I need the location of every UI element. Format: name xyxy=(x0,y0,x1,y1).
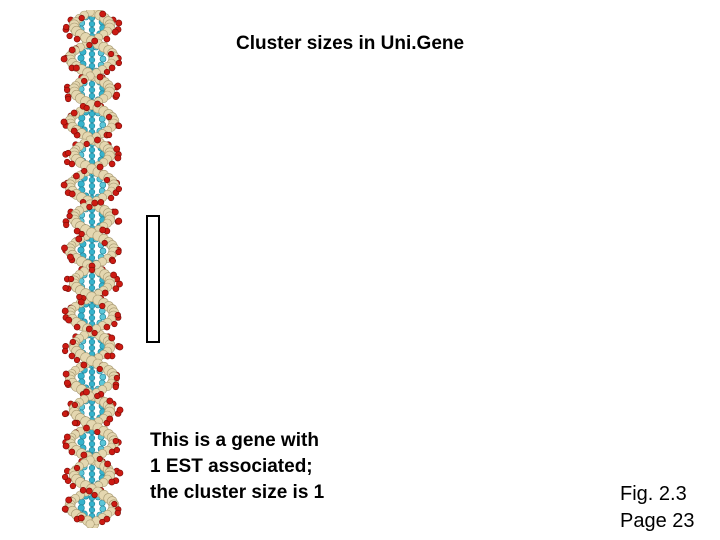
figure-label: Fig. 2.3 xyxy=(620,483,687,505)
caption-line: This is a gene with xyxy=(150,430,319,451)
slide-title: Cluster sizes in Uni.Gene xyxy=(236,33,465,54)
dna-helix-atoms xyxy=(60,10,124,528)
caption-line: the cluster size is 1 xyxy=(150,482,325,503)
caption-line: 1 EST associated; xyxy=(150,456,313,477)
est-cluster-box xyxy=(146,215,160,343)
dna-helix-icon xyxy=(60,10,124,528)
caption: This is a gene with 1 EST associated; th… xyxy=(150,428,324,506)
figure-reference: Fig. 2.3 Page 23 xyxy=(620,481,695,535)
page-label: Page 23 xyxy=(620,510,695,532)
